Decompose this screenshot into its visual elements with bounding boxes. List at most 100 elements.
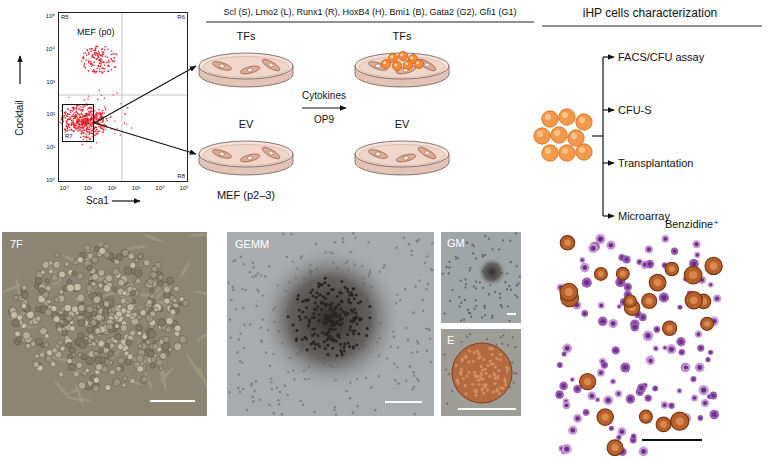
colony-cell: [152, 266, 158, 272]
facs-dot: [126, 123, 128, 125]
background-cell: [514, 294, 516, 296]
colony-cell: [136, 325, 143, 332]
colony-cell: [331, 328, 334, 331]
facs-dot: [87, 132, 89, 134]
facs-dot: [91, 130, 93, 132]
colony-cell: [489, 359, 492, 362]
background-cell: [451, 289, 453, 291]
facs-dot: [85, 52, 87, 54]
background-cell: [511, 362, 513, 364]
facs-dot: [113, 60, 115, 62]
colony-cell: [78, 319, 85, 326]
facs-dot: [98, 121, 100, 123]
facs-dot: [68, 125, 70, 127]
facs-dot: [82, 125, 84, 127]
facs-dot: [100, 117, 102, 119]
facs-dot: [86, 129, 88, 131]
colony-cell: [471, 383, 474, 386]
induced-cell: [392, 61, 401, 70]
facs-dot: [88, 70, 90, 72]
colony-cell: [90, 320, 97, 327]
quadrant-line: [58, 95, 188, 96]
colony-cell: [100, 358, 106, 364]
facs-dot: [94, 72, 96, 74]
colony-cell: [482, 383, 485, 386]
facs-dot: [91, 133, 93, 135]
facs-dot: [85, 67, 87, 69]
colony-cell: [344, 343, 347, 346]
facs-dot: [80, 121, 82, 123]
background-cell: [411, 254, 413, 256]
facs-dot: [102, 110, 104, 112]
background-cell: [416, 351, 418, 353]
petri-dish-drawing: [199, 53, 293, 87]
colony-cell: [31, 341, 36, 346]
colony-cell: [99, 302, 104, 307]
facs-dot: [84, 121, 86, 123]
colony-cell: [456, 379, 459, 382]
facs-dot: [102, 51, 104, 53]
facs-dots: [59, 46, 132, 149]
colony-cell: [159, 339, 164, 344]
facs-dot: [95, 117, 97, 119]
facs-dot: [68, 97, 70, 99]
background-cell: [414, 285, 416, 287]
facs-dot: [77, 122, 79, 124]
stained-cell: [555, 390, 564, 399]
colony-cell: [347, 290, 350, 293]
background-cell: [393, 363, 395, 365]
background-cell: [260, 274, 262, 276]
facs-dot: [101, 62, 103, 64]
facs-dot: [96, 58, 98, 60]
colony-cell: [332, 315, 335, 318]
colony-cell: [497, 369, 500, 372]
facs-dot: [91, 116, 93, 118]
colony-cell: [320, 301, 323, 304]
facs-dot: [89, 138, 91, 140]
colony-cell: [323, 281, 326, 284]
facs-dot: [94, 70, 96, 72]
colony-cell: [301, 311, 304, 314]
facs-dot: [104, 65, 106, 67]
colony-cell: [131, 299, 136, 304]
colony-cell: [314, 302, 317, 305]
facs-dot: [86, 115, 88, 117]
colony-cell: [179, 336, 187, 344]
background-cell: [335, 413, 337, 415]
colony-cell: [368, 316, 371, 319]
colony-cell: [336, 295, 339, 298]
background-cell: [425, 327, 427, 329]
background-cell: [466, 336, 468, 338]
background-cell: [430, 268, 432, 270]
background-cell: [230, 336, 232, 338]
colony-cell: [150, 271, 157, 278]
facs-dot: [81, 131, 83, 133]
background-cell: [315, 243, 317, 245]
facs-dot: [87, 120, 89, 122]
colony-cell: [353, 329, 356, 332]
facs-dot: [72, 107, 74, 109]
background-cell: [481, 316, 483, 318]
facs-dot: [73, 122, 75, 124]
background-cell: [473, 245, 475, 247]
colony-cell: [301, 300, 304, 303]
facs-dot: [93, 53, 95, 55]
colony-cell: [35, 278, 42, 285]
cell-nucleus: [680, 351, 683, 354]
cell-nucleus: [655, 328, 658, 331]
facs-dot: [80, 106, 82, 108]
colony-cell: [166, 317, 173, 324]
facs-dot: [96, 118, 98, 120]
background-cell: [517, 283, 519, 285]
colony-cell: [299, 318, 302, 321]
facs-dot: [95, 54, 97, 56]
facs-dot: [77, 122, 79, 124]
facs-dot: [96, 127, 98, 129]
cell-nucleus: [703, 401, 707, 405]
colony-cell: [320, 283, 323, 286]
facs-dot: [65, 117, 67, 119]
colony-cell: [323, 340, 326, 343]
facs-dot: [102, 120, 104, 122]
colony-cell: [351, 294, 354, 297]
colony-cell: [124, 267, 132, 275]
